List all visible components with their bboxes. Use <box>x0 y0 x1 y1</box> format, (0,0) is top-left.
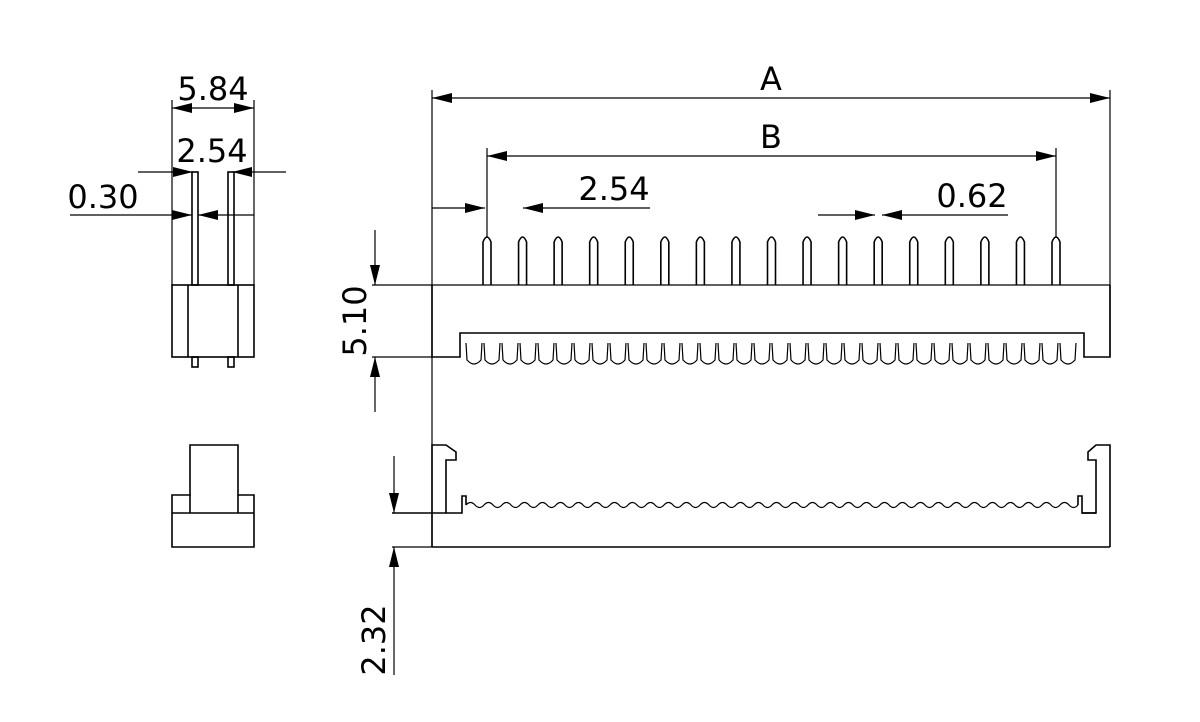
front-pins <box>482 236 1061 285</box>
contact-tooth <box>1059 342 1077 365</box>
contact-tooth <box>699 342 717 365</box>
pin <box>553 236 563 285</box>
dim-pin-width: 0.62 <box>936 177 1007 215</box>
contact-tooth <box>483 342 501 365</box>
contact-tooth <box>609 342 627 365</box>
end-view-outline <box>171 444 255 548</box>
contact-tooth <box>933 342 951 365</box>
contact-tooth <box>843 342 861 365</box>
contact-tooth <box>681 342 699 365</box>
bottom-right-latch <box>1077 444 1111 547</box>
side-pin-tail-left <box>191 356 199 368</box>
contact-tooth <box>879 342 897 365</box>
pin <box>908 236 919 285</box>
contact-tooth <box>627 342 645 365</box>
contact-tooth <box>645 342 663 365</box>
dim-height: 5.10 <box>336 285 374 356</box>
pin <box>944 236 955 285</box>
pin <box>624 236 635 285</box>
contact-tooth <box>789 342 807 365</box>
contact-tooth <box>969 342 987 365</box>
contact-tooth <box>735 342 753 365</box>
dim-pin-thickness: 0.30 <box>67 178 138 216</box>
contact-tooth <box>1041 342 1059 365</box>
side-pin-right <box>227 171 235 286</box>
pin <box>588 236 599 285</box>
contact-tooth <box>771 342 789 365</box>
pin <box>766 236 777 285</box>
pin <box>837 236 848 285</box>
side-pin-left <box>191 171 199 286</box>
contact-tooth <box>519 342 537 365</box>
pin <box>482 236 492 285</box>
contact-tooth <box>717 342 735 365</box>
contact-tooth <box>501 342 519 365</box>
contact-tooth <box>591 342 609 365</box>
contact-tooth <box>465 342 483 365</box>
bottom-view: 2.32 <box>355 444 1111 676</box>
contact-tooth <box>753 342 771 365</box>
contact-tooth <box>573 342 591 365</box>
contact-tooth <box>555 342 573 365</box>
dim-length-a: A <box>760 60 782 98</box>
contact-tooth <box>1023 342 1041 365</box>
dim-length-b: B <box>760 118 782 156</box>
contact-tooth <box>537 342 555 365</box>
front-contact-teeth <box>465 342 1077 365</box>
pin <box>873 236 883 285</box>
dim-overall-width: 5.84 <box>177 70 248 108</box>
contact-tooth <box>663 342 681 365</box>
front-body-outline <box>431 285 1111 358</box>
side-body <box>171 284 255 358</box>
contact-tooth <box>861 342 879 365</box>
pin <box>695 236 706 285</box>
contact-tooth <box>1005 342 1023 365</box>
bottom-contact-profile <box>465 501 1079 509</box>
pin <box>731 236 741 285</box>
side-pin-tail-right <box>227 356 235 368</box>
pin <box>1015 236 1026 285</box>
contact-tooth <box>825 342 843 365</box>
bottom-left-latch <box>431 444 467 547</box>
pin <box>660 236 670 285</box>
contact-tooth <box>915 342 933 365</box>
pin <box>980 236 990 285</box>
contact-tooth <box>951 342 969 365</box>
side-view: 5.84 2.54 0.30 <box>67 70 286 368</box>
contact-tooth <box>987 342 1005 365</box>
pin <box>1051 236 1061 285</box>
pin <box>802 236 812 285</box>
pin <box>517 236 528 285</box>
dim-bottom-height: 2.32 <box>355 604 393 675</box>
end-view <box>171 444 255 548</box>
contact-tooth <box>807 342 825 365</box>
dim-front-pitch: 2.54 <box>578 170 649 208</box>
dim-pin-pitch: 2.54 <box>176 132 247 170</box>
contact-tooth <box>897 342 915 365</box>
front-view: A B 2.54 0.62 5.10 <box>336 60 1111 547</box>
